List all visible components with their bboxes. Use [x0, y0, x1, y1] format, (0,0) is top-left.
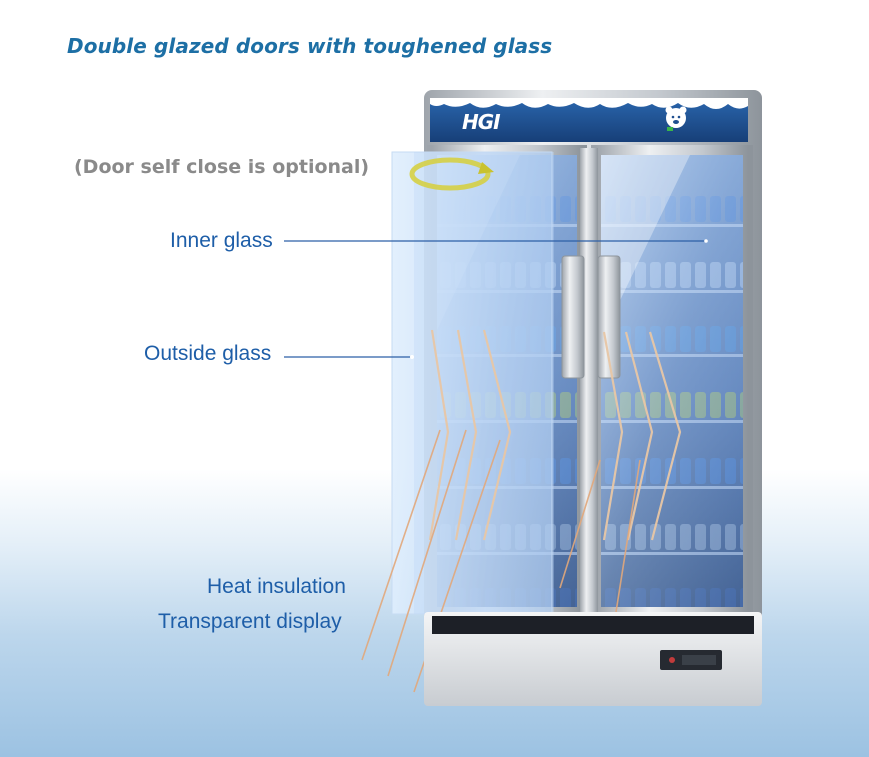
- brand-logo: HGI: [462, 110, 501, 134]
- rotate-arrow-icon: [409, 157, 494, 191]
- inner-glass-dot: [704, 239, 708, 243]
- outside-glass-pane: [391, 151, 553, 615]
- heat-insulation-label: Heat insulation: [207, 575, 346, 598]
- outside-glass-dot: [410, 355, 414, 359]
- inner-glass-label: Inner glass: [170, 229, 273, 252]
- callout-lines: [284, 240, 706, 358]
- inner-glass-pane: [414, 152, 554, 614]
- door-self-close-note: (Door self close is optional): [74, 156, 370, 178]
- outside-glass-label: Outside glass: [144, 342, 272, 365]
- temp-display-icon: [682, 655, 716, 665]
- power-switch-icon: [669, 657, 675, 663]
- transparent-display-label: Transparent display: [158, 610, 342, 633]
- heat-chevrons: [428, 329, 682, 541]
- base-compartment: [424, 612, 762, 706]
- left-handle: [561, 255, 585, 379]
- center-mullion: [580, 148, 598, 614]
- right-door: [591, 145, 753, 617]
- frost-edge: [430, 98, 748, 109]
- right-handle: [597, 255, 621, 379]
- polar-bear-icon: [665, 106, 687, 131]
- page-title: Double glazed doors with toughened glass: [67, 34, 553, 58]
- base-vent: [432, 616, 754, 634]
